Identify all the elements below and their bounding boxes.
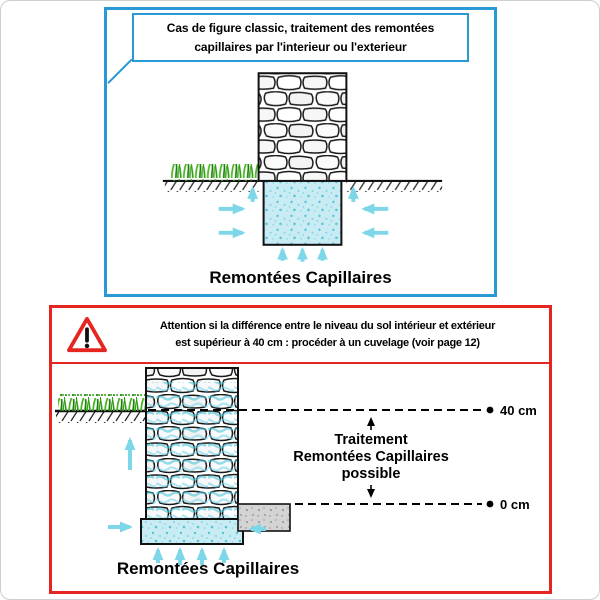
warning-text-line2: est supérieur à 40 cm : procéder à un cu… [175,337,480,349]
warning-diagram: 40 cm 0 cm Traitement Remontées Capillai… [55,367,537,565]
stone-wall-with-capillary-water [145,367,239,520]
exclamation-triangle-icon [67,316,107,353]
capillary-arrows [108,437,266,565]
level-lines: 40 cm 0 cm [148,403,537,512]
warning-header: Attention si la différence entre le nive… [52,308,549,364]
capillary-arrows [218,185,389,262]
warning-text-line1: Attention si la différence entre le nive… [159,319,496,332]
classic-title-box: Cas de figure classic, traitement des re… [132,13,469,63]
exterior-ground [55,409,148,423]
treatment-line1: Traitement [334,432,407,448]
classic-case-panel: Cas de figure classic, traitement des re… [104,7,497,297]
warning-text: Attention si la différence entre le nive… [118,318,537,352]
warning-case-panel: Attention si la différence entre le nive… [49,305,552,594]
warning-caption: Remontées Capillaires [116,559,300,578]
classic-diagram [107,59,443,262]
level-40-label: 40 cm [500,403,537,418]
foundation [262,179,343,246]
level-0-label: 0 cm [500,497,530,512]
grass [58,394,147,411]
grass [170,163,259,181]
classic-title-line1: Cas de figure classic, traitement des re… [166,21,435,35]
title-box-fold-line [107,59,133,84]
classic-caption: Remontées Capillaires [209,268,392,287]
classic-title-line2: capillaires par l'interieur ou l'exterie… [194,39,407,54]
treatment-line2: Remontées Capillaires [293,449,449,465]
concrete-floor-block [237,503,291,532]
treatment-annotation: Traitement Remontées Capillaires possibl… [293,417,449,498]
foundation [140,518,244,545]
level-0-dot [486,500,494,508]
treatment-line3: possible [342,466,401,482]
level-40-dot [486,406,494,414]
stone-wall [257,72,348,182]
